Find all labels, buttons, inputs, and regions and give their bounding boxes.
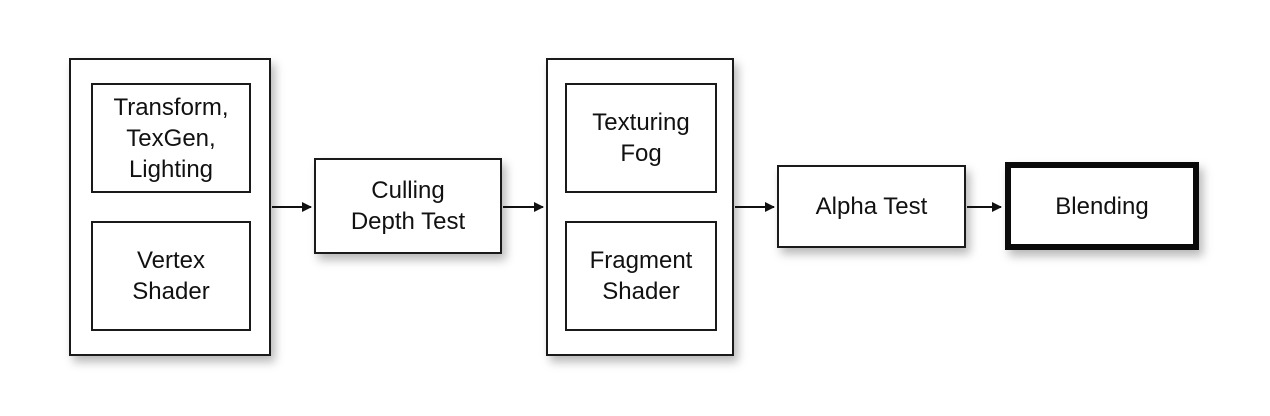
culling-depth-test-label: Culling Depth Test <box>350 177 466 235</box>
texturing-fog-label: Texturing Fog <box>592 109 690 167</box>
transform-texgen-lighting-box: Transform, TexGen, Lighting <box>91 83 251 193</box>
culling-depth-test-box: Culling Depth Test <box>314 158 502 254</box>
alpha-test-label: Alpha Test <box>815 193 928 220</box>
alpha-test-box: Alpha Test <box>777 165 966 248</box>
blending-label: Blending <box>1055 192 1149 220</box>
fragment-shader-label: Fragment Shader <box>589 247 693 305</box>
stage3-group-box: Texturing Fog Fragment Shader <box>546 58 734 356</box>
vertex-shader-box: Vertex Shader <box>91 221 251 331</box>
blending-box: Blending <box>1005 162 1199 250</box>
vertex-shader-label: Vertex Shader <box>132 247 210 305</box>
fragment-shader-box: Fragment Shader <box>565 221 717 331</box>
texturing-fog-box: Texturing Fog <box>565 83 717 193</box>
stage1-group-box: Transform, TexGen, Lighting Vertex Shade… <box>69 58 271 356</box>
transform-texgen-lighting-label: Transform, TexGen, Lighting <box>113 93 229 183</box>
